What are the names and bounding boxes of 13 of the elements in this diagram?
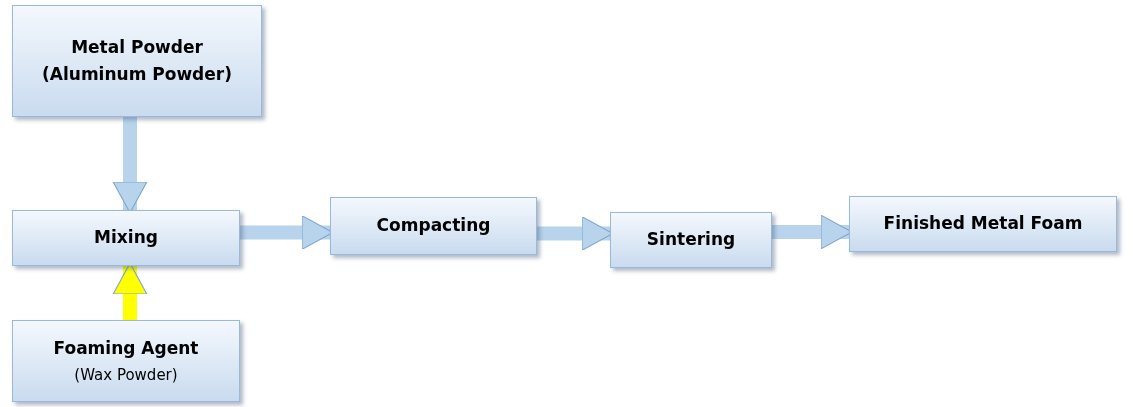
process-box <box>330 197 537 255</box>
process-box <box>12 5 262 117</box>
box-label: Sintering <box>646 228 736 252</box>
box-label: Mixing <box>94 226 158 250</box>
box-label: Foaming Agent <box>53 337 199 361</box>
box-label: Metal Powder (Aluminum Powder) <box>41 35 233 86</box>
box-label: Compacting <box>376 214 491 238</box>
box-label: (Wax Powder) <box>74 364 178 386</box>
process-box <box>12 210 240 266</box>
process-box <box>849 196 1117 252</box>
process-box <box>12 320 240 402</box>
box-label: Finished Metal Foam <box>883 212 1083 236</box>
process-box <box>610 212 772 268</box>
